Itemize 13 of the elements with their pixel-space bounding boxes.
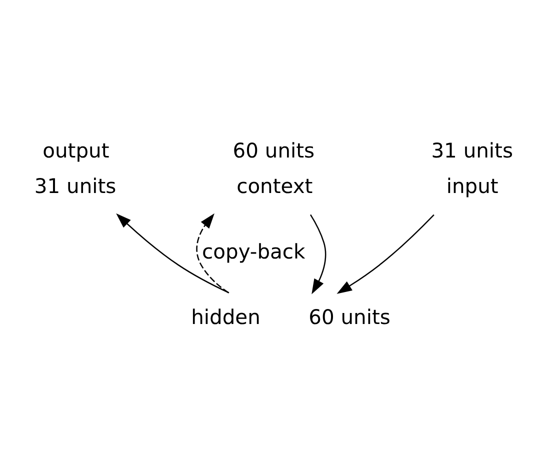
arrow xyxy=(116,213,230,294)
arrow xyxy=(336,214,434,294)
node-text: 60 units xyxy=(232,138,315,162)
arrow xyxy=(196,213,229,294)
node-text: 31 units xyxy=(431,138,514,162)
node-label: output xyxy=(42,138,110,162)
arrow xyxy=(310,214,326,294)
node-text: 60 units xyxy=(308,305,390,330)
node-label: context xyxy=(236,174,313,198)
node-label: input xyxy=(446,174,498,198)
node-text: 31 units xyxy=(34,174,116,198)
edge-label: copy-back xyxy=(202,239,306,264)
node-label: hidden xyxy=(191,305,260,330)
